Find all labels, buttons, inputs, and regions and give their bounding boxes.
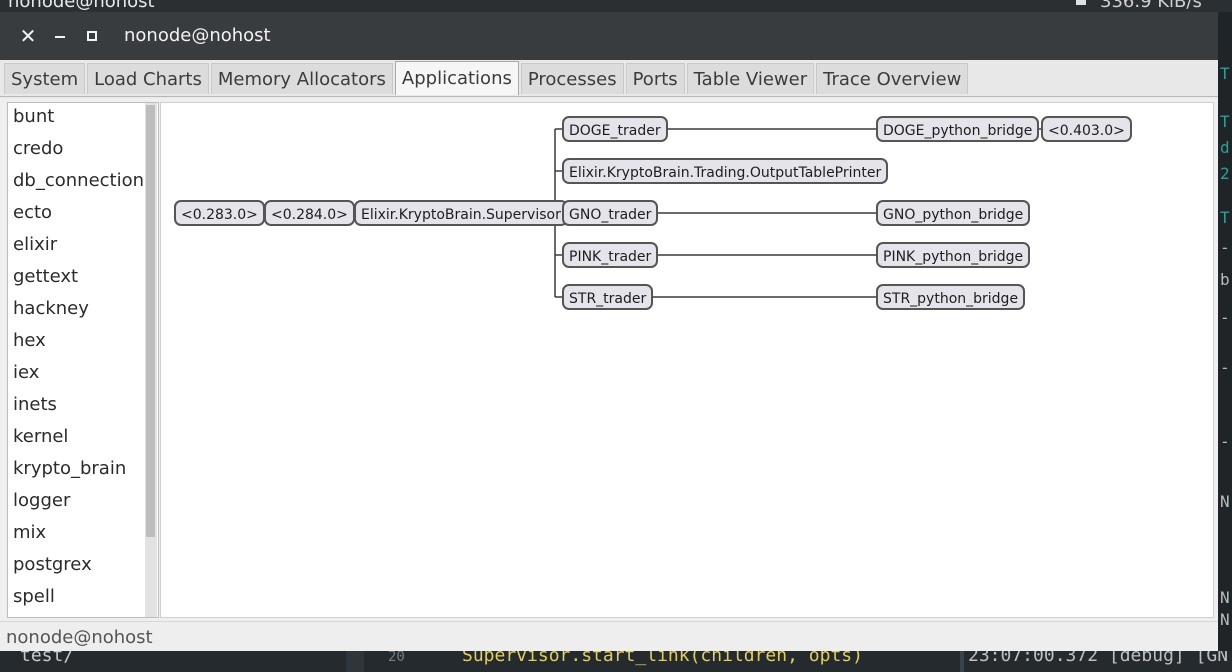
close-window-icon[interactable]: ✕ <box>19 24 37 48</box>
minimize-window-icon[interactable] <box>48 24 72 48</box>
terminal-gutter <box>346 651 364 672</box>
application-item-credo[interactable]: credo <box>13 138 64 159</box>
terminal-line-number: 20 <box>388 651 405 665</box>
tree-node-str-trader[interactable]: STR_trader <box>562 284 654 310</box>
application-item-hackney[interactable]: hackney <box>13 298 89 319</box>
tab-applications[interactable]: Applications <box>394 61 519 95</box>
terminal-right-char: - <box>1220 308 1230 327</box>
tree-node-root-pid[interactable]: <0.283.0> <box>174 200 265 226</box>
application-item-bunt[interactable]: bunt <box>13 106 55 127</box>
download-icon <box>1076 0 1086 5</box>
application-item-gettext[interactable]: gettext <box>13 266 79 287</box>
tree-node-str-python-bridge[interactable]: STR_python_bridge <box>876 284 1026 310</box>
terminal-right-char: T <box>1220 112 1230 131</box>
application-item-spell[interactable]: spell <box>13 586 55 607</box>
scrollbar-thumb[interactable] <box>146 105 155 537</box>
application-list-scrollbar[interactable] <box>145 103 157 617</box>
tree-node-pink-python-bridge[interactable]: PINK_python_bridge <box>876 242 1031 268</box>
application-item-krypto-brain[interactable]: krypto_brain <box>13 458 127 479</box>
application-item-inets[interactable]: inets <box>13 394 57 415</box>
terminal-code-text: Supervisor.start_link(children, opts) <box>462 651 863 666</box>
network-speed: 336.9 KiB/s <box>1076 0 1202 12</box>
application-item-kernel[interactable]: kernel <box>13 426 69 447</box>
application-item-postgrex[interactable]: postgrex <box>13 554 92 575</box>
system-host-label: nonode@nohost <box>8 0 155 12</box>
status-node-name: nonode@nohost <box>6 627 153 648</box>
tree-node-doge-trader[interactable]: DOGE_trader <box>562 116 668 142</box>
terminal-split-divider <box>960 651 964 672</box>
tab-table-viewer[interactable]: Table Viewer <box>686 63 815 94</box>
tab-trace-overview[interactable]: Trace Overview <box>816 63 969 94</box>
application-item-logger[interactable]: logger <box>13 490 71 511</box>
tree-node-master-pid[interactable]: <0.284.0> <box>264 200 355 226</box>
terminal-right-char: d <box>1220 138 1230 157</box>
terminal-right-char: N <box>1220 588 1230 607</box>
tree-node-port-pid[interactable]: <0.403.0> <box>1041 116 1132 142</box>
maximize-window-icon[interactable] <box>80 24 104 48</box>
application-item-elixir[interactable]: elixir <box>13 234 58 255</box>
tree-node-doge-python-bridge[interactable]: DOGE_python_bridge <box>876 116 1040 142</box>
tab-processes[interactable]: Processes <box>520 63 624 94</box>
terminal-right-char: N <box>1220 610 1230 629</box>
terminal-right-char: - <box>1220 238 1230 257</box>
terminal-path-text: test/ <box>20 651 75 666</box>
terminal-right-char: T <box>1220 208 1230 227</box>
system-top-bar: nonode@nohost 336.9 KiB/s <box>0 0 1232 12</box>
tree-node-pink-trader[interactable]: PINK_trader <box>562 242 659 268</box>
tab-ports[interactable]: Ports <box>625 63 685 94</box>
tab-memory-allocators[interactable]: Memory Allocators <box>210 63 393 94</box>
terminal-right-char: N <box>1220 492 1230 511</box>
terminal-right-char: T <box>1220 64 1230 83</box>
tree-node-supervisor[interactable]: Elixir.KryptoBrain.Supervisor <box>354 200 568 226</box>
terminal-right-char: b <box>1220 270 1230 289</box>
application-item-mix[interactable]: mix <box>13 522 47 543</box>
tree-node-gno-python-bridge[interactable]: GNO_python_bridge <box>876 200 1031 226</box>
tab-load-charts[interactable]: Load Charts <box>87 63 209 94</box>
tree-node-gno-trader[interactable]: GNO_trader <box>562 200 659 226</box>
application-item-ecto[interactable]: ecto <box>13 202 53 223</box>
window-title: nonode@nohost <box>124 25 271 46</box>
tab-divider <box>0 96 1218 97</box>
window-titlebar[interactable]: ✕ nonode@nohost <box>0 12 1218 60</box>
status-bar: nonode@nohost <box>0 621 1218 652</box>
application-item-hex[interactable]: hex <box>13 330 46 351</box>
supervision-tree[interactable]: <0.283.0> <0.284.0> Elixir.KryptoBrain.S… <box>160 102 1214 618</box>
network-speed-value: 336.9 KiB/s <box>1100 0 1202 12</box>
terminal-log-text: 23:07:00.372 [debug] [GN <box>968 651 1229 666</box>
terminal-right-char: - <box>1220 432 1230 451</box>
background-terminal-bottom: test/ 20 Supervisor.start_link(children,… <box>0 651 1232 672</box>
tree-node-output-table-printer[interactable]: Elixir.KryptoBrain.Trading.OutputTablePr… <box>562 158 889 184</box>
tab-system[interactable]: System <box>4 63 86 94</box>
application-item-db-connection[interactable]: db_connection <box>13 170 145 191</box>
terminal-right-char: - <box>1220 358 1230 377</box>
application-item-iex[interactable]: iex <box>13 362 40 383</box>
tree-connectors <box>249 128 1042 298</box>
terminal-right-char: 2 <box>1220 164 1230 183</box>
